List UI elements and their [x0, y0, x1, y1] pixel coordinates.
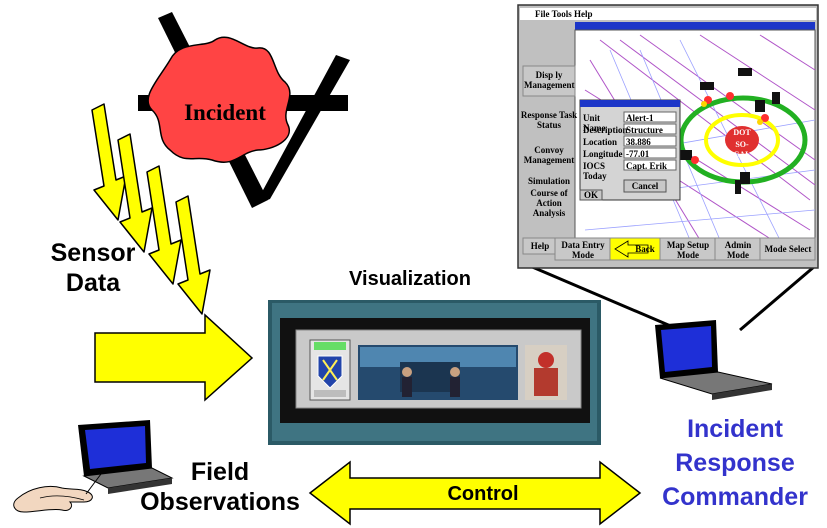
control-double-arrow	[308, 460, 642, 526]
sensor-arrows	[91, 103, 211, 315]
gui-target-label-2: SO-CAL	[733, 140, 751, 159]
incident-symbol	[138, 12, 350, 208]
gui-simulation-button[interactable]: Simulation	[527, 176, 570, 186]
sensor-label-line2: Data	[65, 269, 121, 297]
gui-convoy-management-button[interactable]: Convoy Management	[523, 145, 575, 165]
gui-screenshot	[517, 4, 819, 269]
commander-label-line1: Incident	[687, 415, 783, 443]
gui-dialog-value-iocs[interactable]: Capt. Erik	[626, 161, 668, 171]
commander-label-line3: Commander	[662, 483, 808, 511]
visualization-label: Visualization	[349, 268, 471, 290]
visualization-screen	[268, 300, 601, 445]
gui-admin-mode-button[interactable]: Admin Mode	[724, 240, 752, 260]
gui-dialog-field-location: Location	[583, 137, 618, 147]
field-label-line2: Observations	[140, 488, 300, 516]
callout-lines	[529, 264, 816, 332]
gui-dialog-value-description[interactable]: Structure	[626, 125, 663, 135]
gui-dialog-field-longitude: Longitude	[583, 149, 623, 159]
field-laptop	[78, 420, 174, 494]
gui-course-of-action-button[interactable]: Course of Action Analysis	[530, 188, 568, 218]
gui-dialog-field-unit-name: Unit Name	[583, 113, 606, 133]
gui-menu-bar[interactable]: File Tools Help	[535, 9, 593, 19]
gui-help-button[interactable]: Help	[530, 241, 550, 251]
gui-dialog-value-longitude[interactable]: -77.01	[626, 149, 650, 159]
gui-dialog-value-location[interactable]: 38.886	[626, 137, 651, 147]
gui-map-setup-mode-button[interactable]: Map Setup Mode	[666, 240, 710, 260]
gui-dialog-field-iocs: IOCS	[583, 161, 606, 171]
gui-target-label-1: DOT	[733, 128, 751, 137]
gui-mode-select-button[interactable]: Mode Select	[764, 244, 812, 254]
field-label-line1: Field	[190, 458, 250, 486]
sensor-label-line1: Sensor	[50, 239, 136, 267]
gui-data-entry-mode-button[interactable]: Data Entry Mode	[561, 240, 605, 260]
gui-dialog-field-today: Today	[583, 171, 607, 181]
field-observations-label: Field Observations	[110, 457, 330, 517]
gui-dialog-ok-button[interactable]: OK	[583, 190, 598, 200]
gui-back-button[interactable]: Back	[635, 244, 655, 254]
commander-label-line2: Response	[675, 449, 795, 477]
incident-label: Incident	[184, 100, 266, 125]
gui-response-task-status-button[interactable]: Response Task Status	[520, 110, 578, 130]
data-flow-arrow	[94, 313, 254, 402]
gui-display-management-button[interactable]: Disp ly Management	[524, 70, 575, 90]
control-label: Control	[447, 483, 519, 505]
gui-dialog-field-description: Description	[583, 125, 628, 135]
gui-dialog-value-unit-name[interactable]: Alert-1	[626, 113, 654, 123]
gui-dialog-cancel-button[interactable]: Cancel	[631, 181, 659, 191]
hand-icon	[13, 469, 105, 513]
incident-response-commander-label: Incident Response Commander	[640, 412, 827, 514]
commander-laptop	[655, 320, 773, 400]
sensor-data-label: Sensor Data	[38, 238, 148, 298]
